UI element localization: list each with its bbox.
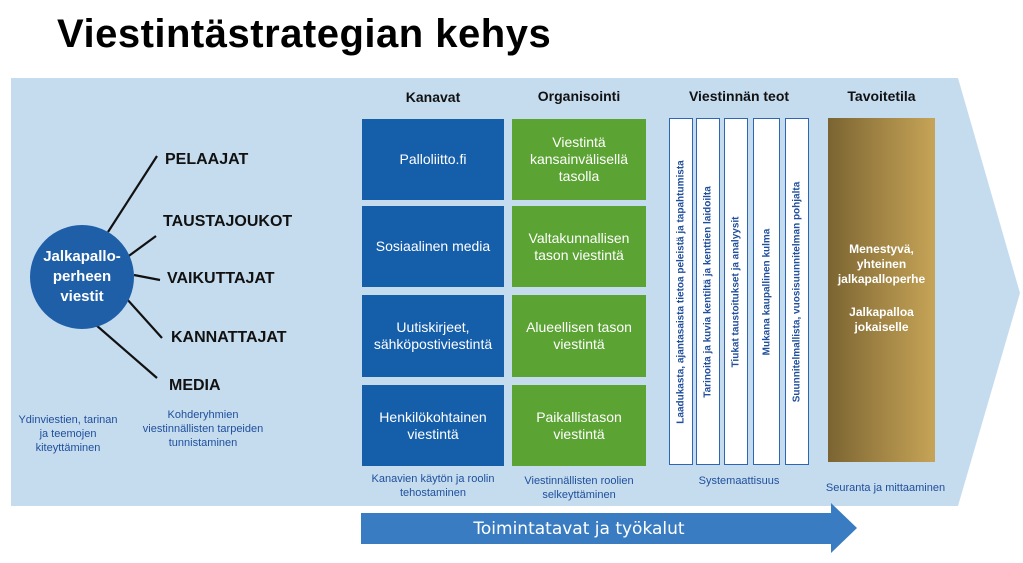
- channels-header: Kanavat: [405, 89, 461, 105]
- channel-box-social-media: Sosiaalinen media: [362, 206, 504, 287]
- audience-media: MEDIA: [169, 377, 221, 394]
- bottom-arrow-label: Toimintatavat ja työkalut: [473, 519, 685, 539]
- connector-vaikuttajat: [133, 273, 161, 282]
- organization-header: Organisointi: [537, 88, 621, 104]
- audience-pelaajat: PELAAJAT: [165, 151, 249, 168]
- core-message-label: Jalkapallo-perheen viestit: [43, 248, 121, 305]
- connector-kannattajat: [125, 297, 163, 339]
- action-strip-commercial: Mukana kaupallinen kulma: [753, 118, 780, 465]
- organization-box-regional: Alueellisen tason viestintä: [512, 295, 646, 377]
- audience-taustajoukot: TAUSTAJOUKOT: [163, 213, 293, 230]
- goal-header: Tavoitetila: [847, 88, 916, 104]
- goal-box: Menestyvä, yhteinen jalkapalloperhe Jalk…: [828, 118, 935, 462]
- bottom-arrow-shape: [361, 503, 857, 553]
- channel-label: Henkilökohtainen viestintä: [379, 408, 487, 442]
- connector-lines: [95, 155, 163, 379]
- action-strip-stories: Tarinoita ja kuvia kentiltä ja kenttien …: [696, 118, 720, 465]
- action-text: Mukana kaupallinen kulma: [761, 228, 772, 355]
- channel-label: Palloliitto.fi: [399, 151, 467, 167]
- actions-footer: Systemaattisuus: [698, 475, 780, 487]
- action-strip-analysis: Tiukat taustoitukset ja analyysit: [724, 118, 748, 465]
- goal-line-1: Menestyvä, yhteinen jalkapalloperhe: [837, 242, 926, 286]
- goal-line-2: Jalkapalloa jokaiselle: [849, 305, 914, 334]
- organization-label: Viestintä kansainvälisellä tasolla: [529, 134, 629, 184]
- actions-header: Viestinnän teot: [688, 88, 790, 104]
- connector-pelaajat: [107, 155, 158, 233]
- channel-box-palloliitto: Palloliitto.fi: [362, 119, 504, 200]
- action-strip-quality-info: Laadukasta, ajantasaista tietoa peleistä…: [669, 118, 693, 465]
- connector-taustajoukot: [125, 235, 157, 259]
- channel-box-personal: Henkilökohtainen viestintä: [362, 385, 504, 466]
- organization-footer: Viestinnällisten roolien selkeyttäminen: [524, 475, 634, 501]
- action-strip-planned: Suunnitelmallista, vuosisuunnitelman poh…: [785, 118, 809, 465]
- organization-label: Paikallistason viestintä: [536, 408, 622, 442]
- organization-box-local: Paikallistason viestintä: [512, 385, 646, 466]
- audience-note: Kohderyhmien viestinnällisten tarpeiden …: [142, 409, 264, 449]
- organization-label: Alueellisen tason viestintä: [526, 319, 632, 352]
- action-text: Laadukasta, ajantasaista tietoa peleistä…: [675, 159, 687, 424]
- channel-box-newsletters: Uutiskirjeet, sähköpostiviestintä: [362, 295, 504, 377]
- audience-vaikuttajat: VAIKUTTAJAT: [167, 270, 275, 287]
- goal-footer: Seuranta ja mittaaminen: [825, 482, 946, 494]
- organization-label: Valtakunnallisen tason viestintä: [528, 229, 630, 263]
- audience-kannattajat: KANNATTAJAT: [171, 329, 287, 346]
- organization-box-national: Valtakunnallisen tason viestintä: [512, 206, 646, 287]
- action-text: Suunnitelmallista, vuosisuunnitelman poh…: [791, 181, 803, 402]
- page-title: Viestintästrategian kehys: [57, 12, 552, 56]
- core-message-circle: Jalkapallo-perheen viestit: [30, 225, 134, 329]
- connector-media: [95, 324, 158, 379]
- action-text: Tarinoita ja kuvia kentiltä ja kenttien …: [702, 185, 714, 398]
- channels-footer: Kanavien käytön ja roolin tehostaminen: [371, 473, 495, 499]
- channel-label: Sosiaalinen media: [375, 238, 491, 254]
- core-note: Ydinviestien, tarinan ja teemojen kiteyt…: [18, 414, 118, 454]
- action-text: Tiukat taustoitukset ja analyysit: [730, 216, 742, 367]
- channel-label: Uutiskirjeet, sähköpostiviestintä: [373, 319, 493, 352]
- organization-box-international: Viestintä kansainvälisellä tasolla: [512, 119, 646, 200]
